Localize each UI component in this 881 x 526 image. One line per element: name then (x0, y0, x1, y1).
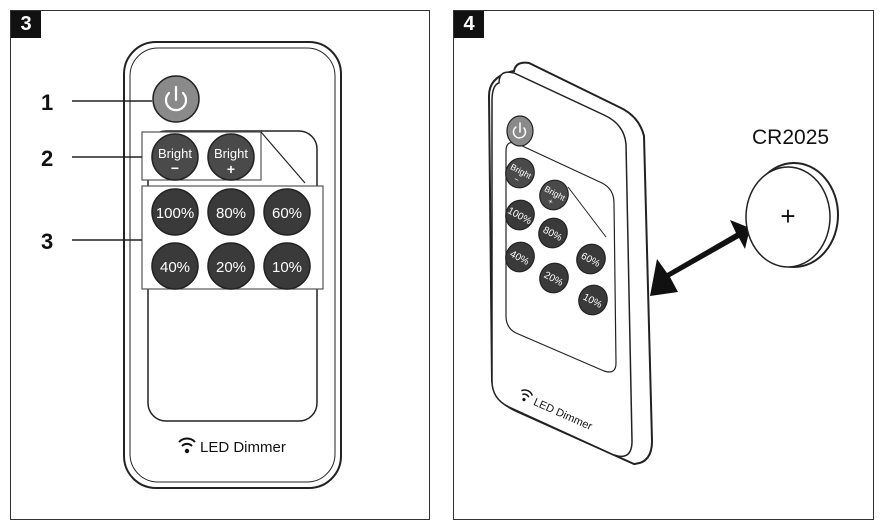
level-label: 40% (160, 259, 190, 276)
wireless-signal-icon (178, 437, 196, 454)
level-button-80: 80% (207, 188, 255, 236)
bright-plus-sign: + (227, 161, 235, 177)
battery-polarity: + (780, 201, 795, 231)
level-label: 80% (216, 205, 246, 222)
level-label: 60% (272, 205, 302, 222)
wireless-signal-icon (521, 389, 534, 402)
remote-body-inner (129, 47, 336, 483)
level-button-40: 40% (151, 242, 199, 290)
bright-plus-button: Bright + (539, 179, 569, 211)
battery-model-label: CR2025 (752, 126, 829, 149)
panel-number-badge: 3 (11, 11, 41, 38)
level-button-40: 40% (505, 241, 535, 273)
level-label: 10% (272, 259, 302, 276)
level-label: 100% (156, 205, 194, 222)
bright-plus-label: Bright (214, 146, 248, 161)
power-button (506, 115, 534, 147)
level-button-60: 60% (576, 243, 606, 275)
callout-1: 1 (41, 90, 53, 115)
bright-plus-sign: + (546, 197, 555, 207)
bright-plus-button: Bright + (207, 133, 255, 181)
bright-minus-sign: − (171, 160, 179, 176)
bright-minus-sign: − (512, 175, 521, 185)
level-label: 20% (216, 259, 246, 276)
panel-number-badge: 4 (454, 11, 484, 38)
level-button-100: 100% (151, 188, 199, 236)
power-button (152, 75, 200, 123)
panel-4-battery-replacement: 4 Bright − Bright + (453, 10, 874, 520)
coin-battery: + (745, 162, 839, 268)
panel-3-remote-layout: 3 1 2 Bright − (10, 10, 430, 520)
level-button-60: 60% (263, 188, 311, 236)
callout-2: 2 (41, 146, 53, 171)
level-button-20: 20% (207, 242, 255, 290)
remote-front-diagram: 1 2 Bright − Bright + 3 100% (41, 41, 342, 489)
double-arrow-icon (650, 220, 750, 296)
bright-minus-label: Bright (158, 146, 192, 161)
level-button-20: 20% (539, 262, 569, 294)
brand-text: LED Dimmer (200, 439, 286, 456)
level-button-80: 80% (538, 217, 568, 249)
level-button-10: 10% (578, 284, 608, 316)
level-button-100: 100% (505, 199, 535, 231)
bright-minus-button: Bright − (151, 133, 199, 181)
callout-3: 3 (41, 229, 53, 254)
remote-angled-diagram: Bright − Bright + 100% 80% 60% 40% 20% (487, 61, 839, 466)
power-icon (164, 85, 188, 112)
bright-minus-button: Bright − (505, 157, 535, 189)
level-button-10: 10% (263, 242, 311, 290)
power-icon (512, 122, 527, 139)
